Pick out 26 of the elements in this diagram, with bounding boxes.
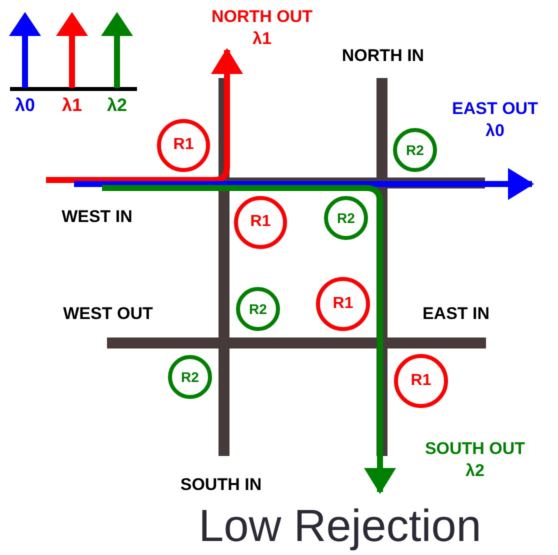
port-label: SOUTH IN	[180, 474, 262, 496]
light-path-arrow	[46, 48, 243, 183]
legend-label: λ1	[60, 95, 84, 116]
port-label: λ0	[486, 120, 504, 142]
port-label: EAST IN	[422, 302, 490, 325]
ring-resonator: R2	[236, 287, 280, 331]
ring-resonator: R1	[316, 277, 370, 331]
port-label: λ2	[466, 460, 484, 482]
ring-resonator: R1	[394, 354, 448, 408]
light-path-arrow	[74, 168, 534, 200]
port-label: WEST IN	[62, 206, 132, 228]
port-label: SOUTH OUT	[424, 438, 526, 460]
port-label: EAST OUT	[452, 98, 538, 120]
ring-resonator: R2	[324, 196, 368, 240]
ring-resonator: R1	[157, 119, 210, 172]
port-label: NORTH OUT	[211, 6, 313, 28]
port-label: WEST OUT	[63, 302, 153, 325]
port-label: λ1	[252, 28, 272, 50]
ring-resonator: R2	[393, 128, 437, 172]
legend-label: λ2	[106, 95, 128, 116]
light-path-arrow	[102, 185, 396, 494]
ring-resonator: R1	[234, 196, 287, 249]
port-label: NORTH IN	[342, 45, 424, 68]
ring-resonator: R2	[168, 355, 212, 399]
legend-label: λ0	[14, 95, 36, 116]
caption: Low Rejection	[198, 503, 482, 548]
